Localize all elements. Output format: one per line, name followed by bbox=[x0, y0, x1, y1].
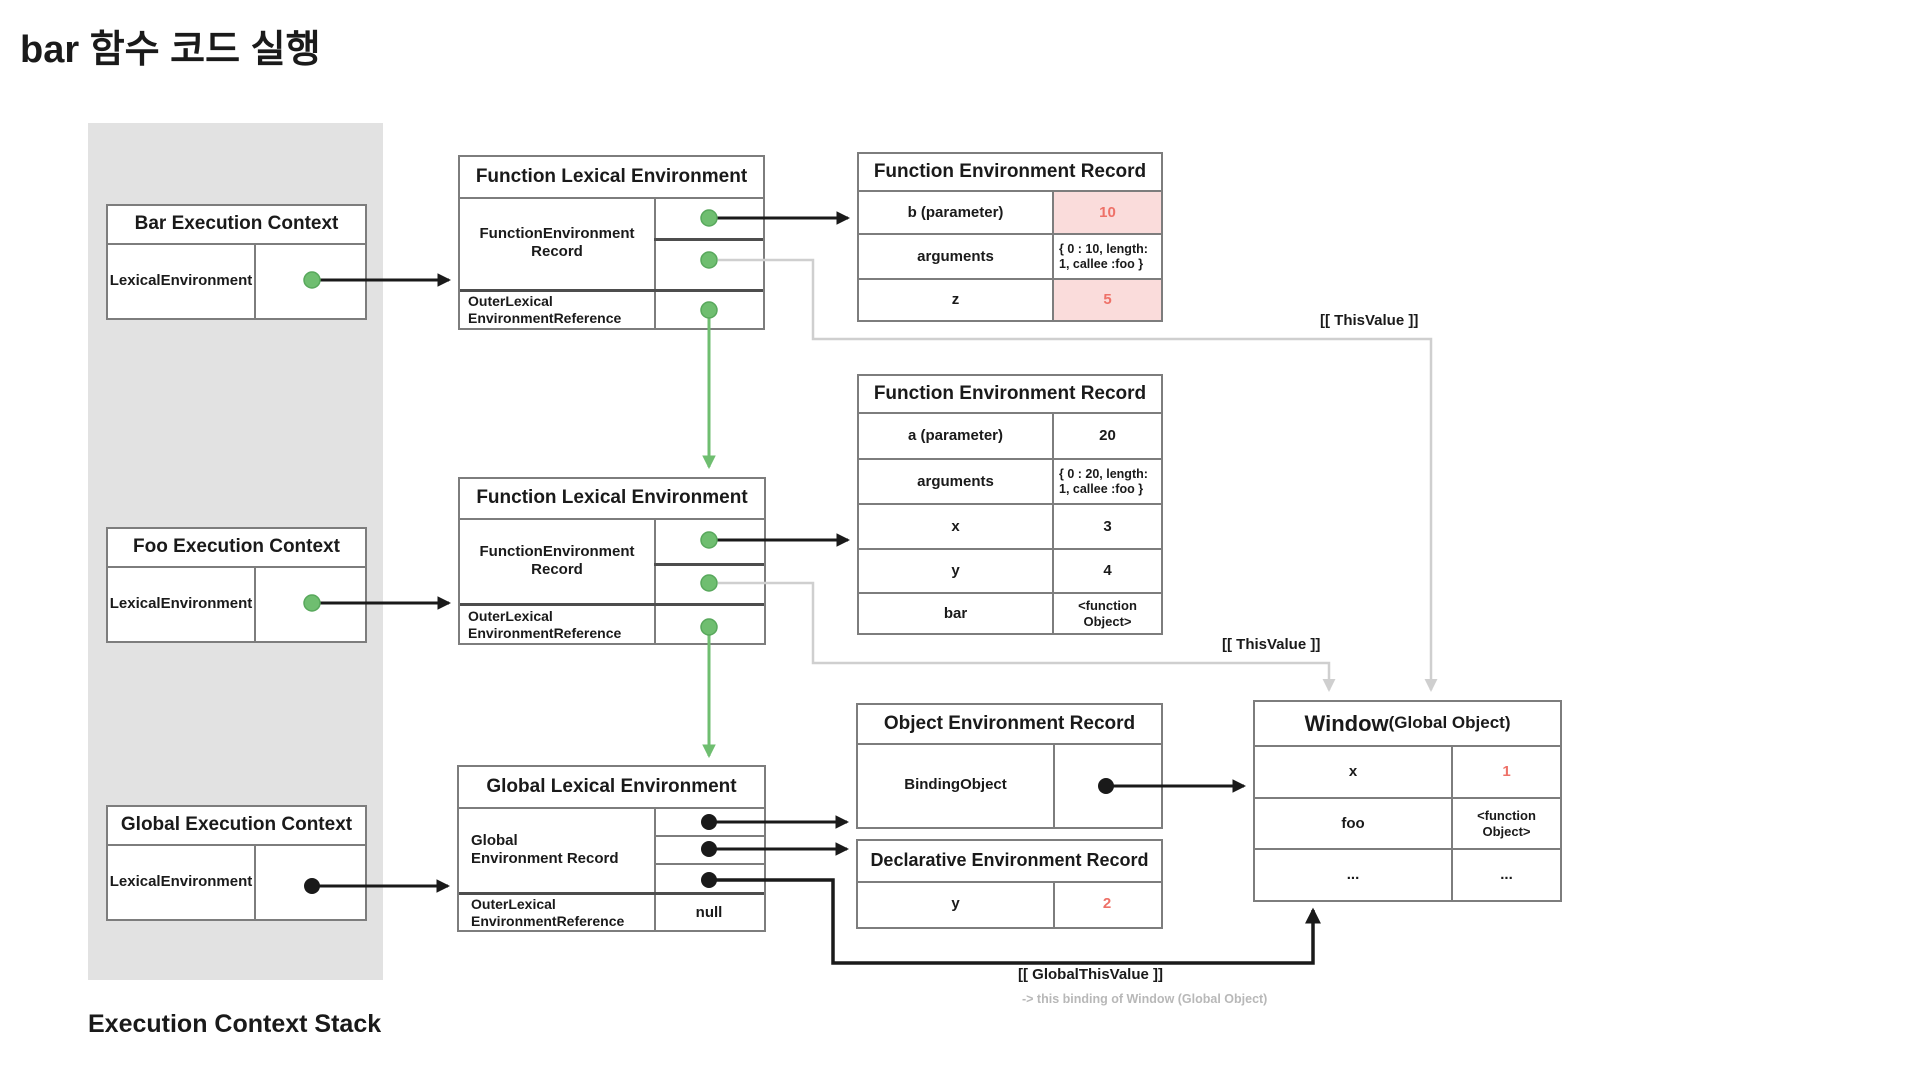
fer-foo-row-y-label: y bbox=[951, 562, 960, 580]
fer-bar-row-arguments-value: { 0 : 10, length: 1, callee :foo } bbox=[1059, 241, 1148, 271]
der-row-y-value: 2 bbox=[1102, 895, 1112, 913]
window-row-etc-value: ... bbox=[1500, 866, 1513, 884]
oer-bindingobject-label: BindingObject bbox=[904, 776, 1007, 794]
window-title: Window(Global Object) bbox=[1255, 702, 1560, 745]
this-value-label-bar: [[ ThisValue ]] bbox=[1320, 312, 1419, 329]
fer-bar-row-z-label: z bbox=[951, 291, 960, 309]
fle-bar-record-label: FunctionEnvironment Record bbox=[479, 225, 635, 260]
function-environment-record-bar-table: Function Environment Record b (parameter… bbox=[857, 152, 1163, 322]
fle-foo-record-label: FunctionEnvironment Record bbox=[479, 542, 635, 578]
foo-lexical-environment-label: LexicalEnvironment bbox=[109, 594, 253, 612]
fer-foo-row-a-value: 20 bbox=[1099, 427, 1116, 445]
global-this-value-note: -> this binding of Window (Global Object… bbox=[1022, 992, 1268, 1006]
window-row-foo-label: foo bbox=[1341, 814, 1365, 832]
gle-outer-value-null: null bbox=[695, 903, 723, 921]
fer-foo-row-bar-value: <function Object> bbox=[1078, 598, 1137, 629]
global-execution-context-box: Global Execution Context LexicalEnvironm… bbox=[106, 805, 367, 921]
stack-caption: Execution Context Stack bbox=[88, 1010, 382, 1038]
global-this-value-label: [[ GlobalThisValue ]] bbox=[1018, 966, 1164, 983]
window-row-x-label: x bbox=[1348, 763, 1358, 781]
window-row-foo-value: <function Object> bbox=[1477, 808, 1536, 839]
oer-title: Object Environment Record bbox=[883, 712, 1136, 734]
page-title: bar 함수 코드 실행 bbox=[20, 29, 321, 71]
fer-foo-row-arguments-value: { 0 : 20, length: 1, callee :foo } bbox=[1059, 466, 1148, 496]
function-environment-record-foo-table: Function Environment Record a (parameter… bbox=[857, 374, 1163, 635]
fer-foo-row-x-value: 3 bbox=[1103, 517, 1112, 535]
foo-execution-context-box: Foo Execution Context LexicalEnvironment bbox=[106, 527, 367, 643]
fle-foo-outer-label: OuterLexical EnvironmentReference bbox=[468, 607, 622, 641]
window-row-etc-label: ... bbox=[1346, 866, 1360, 884]
global-execution-context-title: Global Execution Context bbox=[120, 814, 353, 836]
fer-foo-row-arguments-label: arguments bbox=[917, 472, 994, 490]
this-value-label-foo: [[ ThisValue ]] bbox=[1222, 636, 1321, 653]
gle-record-label: Global Environment Record bbox=[471, 831, 619, 867]
gle-title: Global Lexical Environment bbox=[486, 775, 737, 797]
function-lexical-environment-bar-box: Function Lexical Environment FunctionEnv… bbox=[458, 155, 765, 330]
window-row-x-value: 1 bbox=[1502, 763, 1511, 781]
foo-execution-context-title: Foo Execution Context bbox=[133, 536, 340, 558]
global-lexical-environment-label: LexicalEnvironment bbox=[109, 872, 253, 890]
fer-bar-row-b-value: 10 bbox=[1054, 192, 1161, 233]
fer-foo-row-y-value: 4 bbox=[1103, 562, 1112, 580]
fer-foo-row-a-label: a (parameter) bbox=[907, 427, 1004, 445]
fle-foo-title: Function Lexical Environment bbox=[476, 487, 748, 509]
fer-foo-row-x-label: x bbox=[951, 517, 960, 535]
fer-foo-row-bar-label: bar bbox=[943, 604, 968, 622]
bar-lexical-environment-label: LexicalEnvironment bbox=[109, 271, 253, 289]
window-title-main: Window bbox=[1304, 710, 1389, 736]
fer-bar-row-b-label: b (parameter) bbox=[907, 203, 1004, 221]
gle-outer-label: OuterLexical EnvironmentReference bbox=[471, 895, 625, 929]
fle-bar-title: Function Lexical Environment bbox=[475, 165, 748, 187]
window-title-sub: (Global Object) bbox=[1388, 713, 1511, 733]
fer-bar-row-arguments-label: arguments bbox=[917, 247, 994, 265]
declarative-environment-record-table: Declarative Environment Record y 2 bbox=[856, 839, 1163, 929]
der-title: Declarative Environment Record bbox=[870, 850, 1149, 871]
function-lexical-environment-foo-box: Function Lexical Environment FunctionEnv… bbox=[458, 477, 766, 645]
bar-execution-context-title: Bar Execution Context bbox=[134, 213, 339, 235]
window-global-object-table: Window(Global Object) x 1 foo <function … bbox=[1253, 700, 1562, 902]
fer-foo-title: Function Environment Record bbox=[873, 382, 1147, 404]
bar-execution-context-box: Bar Execution Context LexicalEnvironment bbox=[106, 204, 367, 320]
global-lexical-environment-box: Global Lexical Environment Global Enviro… bbox=[457, 765, 766, 932]
fer-bar-row-z-value: 5 bbox=[1054, 280, 1161, 320]
fer-bar-title: Function Environment Record bbox=[873, 160, 1147, 182]
object-environment-record-table: Object Environment Record BindingObject bbox=[856, 703, 1163, 829]
der-row-y-label: y bbox=[951, 895, 960, 913]
fle-bar-outer-label: OuterLexical EnvironmentReference bbox=[468, 293, 622, 326]
